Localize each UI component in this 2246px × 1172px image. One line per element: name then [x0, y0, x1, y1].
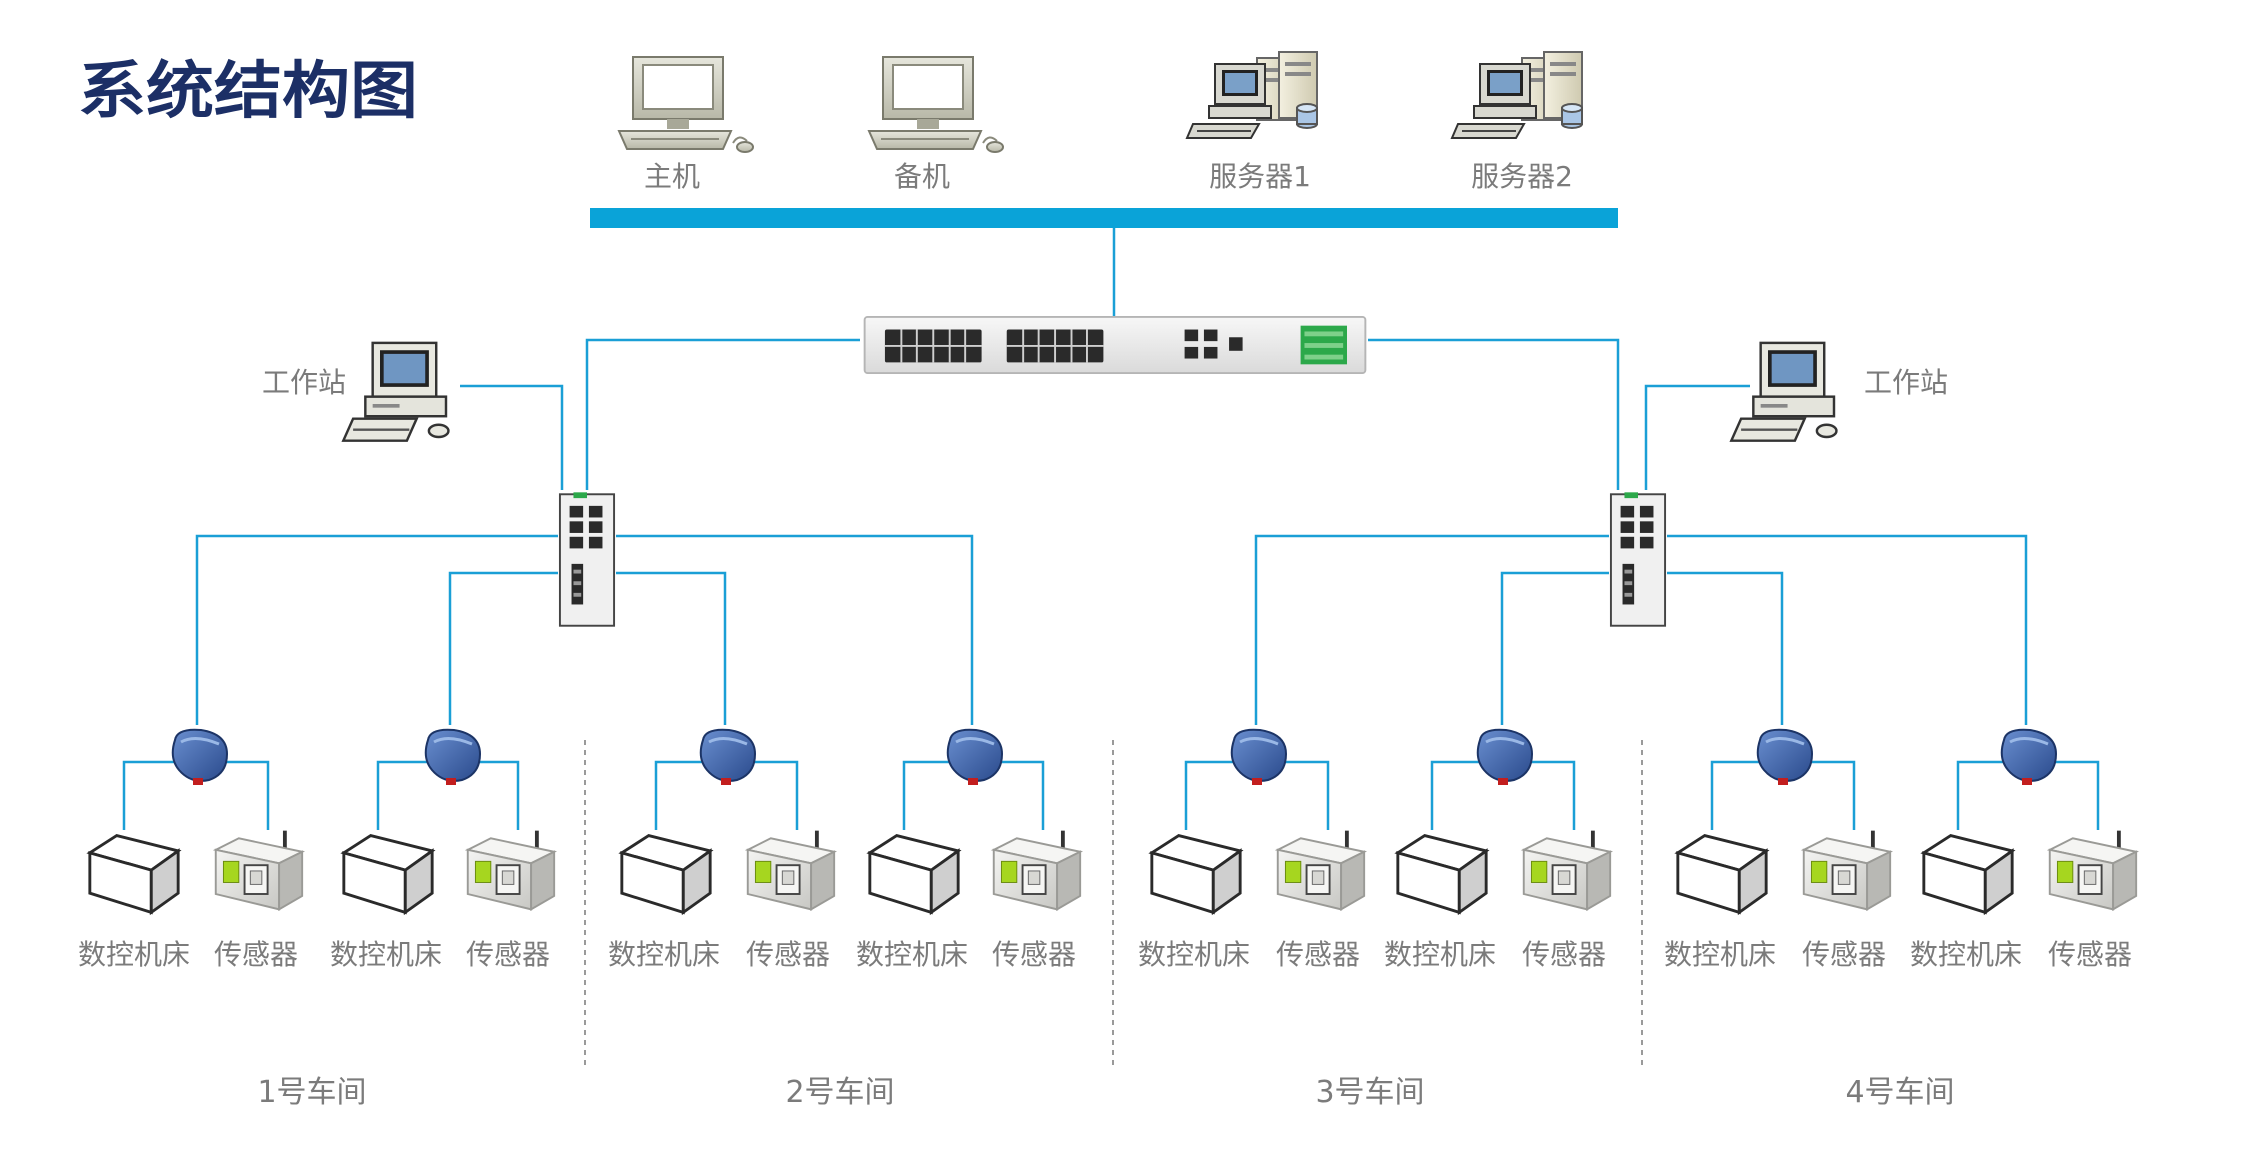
workstation-icon [342, 341, 450, 442]
sensor-icon [994, 831, 1080, 910]
gateway-icon [424, 728, 482, 786]
cnc-machine-icon [868, 834, 960, 914]
desktop-computer-icon [618, 56, 754, 153]
network-bus [590, 208, 1618, 228]
gateway-icon [2000, 728, 2058, 786]
sensor-label: 传感器 [2048, 938, 2132, 971]
sensor-label: 传感器 [466, 938, 550, 971]
sensor-label: 传感器 [214, 938, 298, 971]
workshop-label-1: 1号车间 [257, 1075, 366, 1110]
page-title: 系统结构图 [78, 54, 418, 127]
gateway-icon [699, 728, 757, 786]
machine-label: 数控机床 [1664, 938, 1776, 971]
industrial-switch-icon [558, 491, 616, 627]
gateway-icon [946, 728, 1004, 786]
core-switch-icon [863, 316, 1367, 374]
device-label-backup: 备机 [894, 160, 950, 193]
machine-label: 数控机床 [1138, 938, 1250, 971]
machine-label: 数控机床 [330, 938, 442, 971]
cnc-machine-icon [1150, 834, 1242, 914]
workstation-label-right: 工作站 [1864, 366, 1948, 399]
gateway-icon [1230, 728, 1288, 786]
sensor-icon [2050, 831, 2136, 910]
gateway-icon [1476, 728, 1534, 786]
field-links [122, 760, 2100, 830]
workstation-label-left: 工作站 [262, 366, 346, 399]
desktop-computer-icon [868, 56, 1004, 153]
sensor-icon [748, 831, 834, 910]
device-label-server2: 服务器2 [1471, 160, 1573, 193]
workshop-label-4: 4号车间 [1845, 1075, 1954, 1110]
sensor-label: 传感器 [1276, 938, 1360, 971]
cnc-machine-icon [1396, 834, 1488, 914]
workshop-label-3: 3号车间 [1315, 1075, 1424, 1110]
distribution-links [195, 534, 2028, 725]
industrial-switch-icon [1609, 491, 1667, 627]
device-label-host: 主机 [644, 160, 700, 193]
workshop-label-2: 2号车间 [785, 1075, 894, 1110]
cnc-machine-icon [620, 834, 712, 914]
field-device-labels: 数控机床 传感器 数控机床 传感器 数控机床 传感器 数控机床 传感器 数控机床… [78, 938, 2132, 971]
top-devices: 主机 备机 服务器1 服务器2 [618, 51, 1583, 193]
machine-label: 数控机床 [78, 938, 190, 971]
sensor-label: 传感器 [1522, 938, 1606, 971]
machine-label: 数控机床 [608, 938, 720, 971]
cnc-machine-icon [342, 834, 434, 914]
cnc-machine-icon [1676, 834, 1768, 914]
device-label-server1: 服务器1 [1209, 160, 1311, 193]
workstation-icon [1730, 341, 1838, 442]
gateway-icon [171, 728, 229, 786]
sensor-label: 传感器 [992, 938, 1076, 971]
machine-label: 数控机床 [1910, 938, 2022, 971]
gateways [171, 728, 2058, 786]
machine-label: 数控机床 [1384, 938, 1496, 971]
workshop-labels: 1号车间 2号车间 3号车间 4号车间 [257, 1075, 1954, 1110]
server-icon [1186, 51, 1318, 139]
cnc-machine-icon [1922, 834, 2014, 914]
workshop-dividers [584, 740, 1643, 1068]
sensor-icon [1804, 831, 1890, 910]
sensor-label: 传感器 [746, 938, 830, 971]
cnc-machine-icon [88, 834, 180, 914]
sensor-icon [468, 831, 554, 910]
sensor-icon [1524, 831, 1610, 910]
backbone-links [460, 228, 1750, 490]
sensor-icon [216, 831, 302, 910]
server-icon [1451, 51, 1583, 139]
gateway-icon [1756, 728, 1814, 786]
machine-label: 数控机床 [856, 938, 968, 971]
sensor-label: 传感器 [1802, 938, 1886, 971]
sensor-icon [1278, 831, 1364, 910]
